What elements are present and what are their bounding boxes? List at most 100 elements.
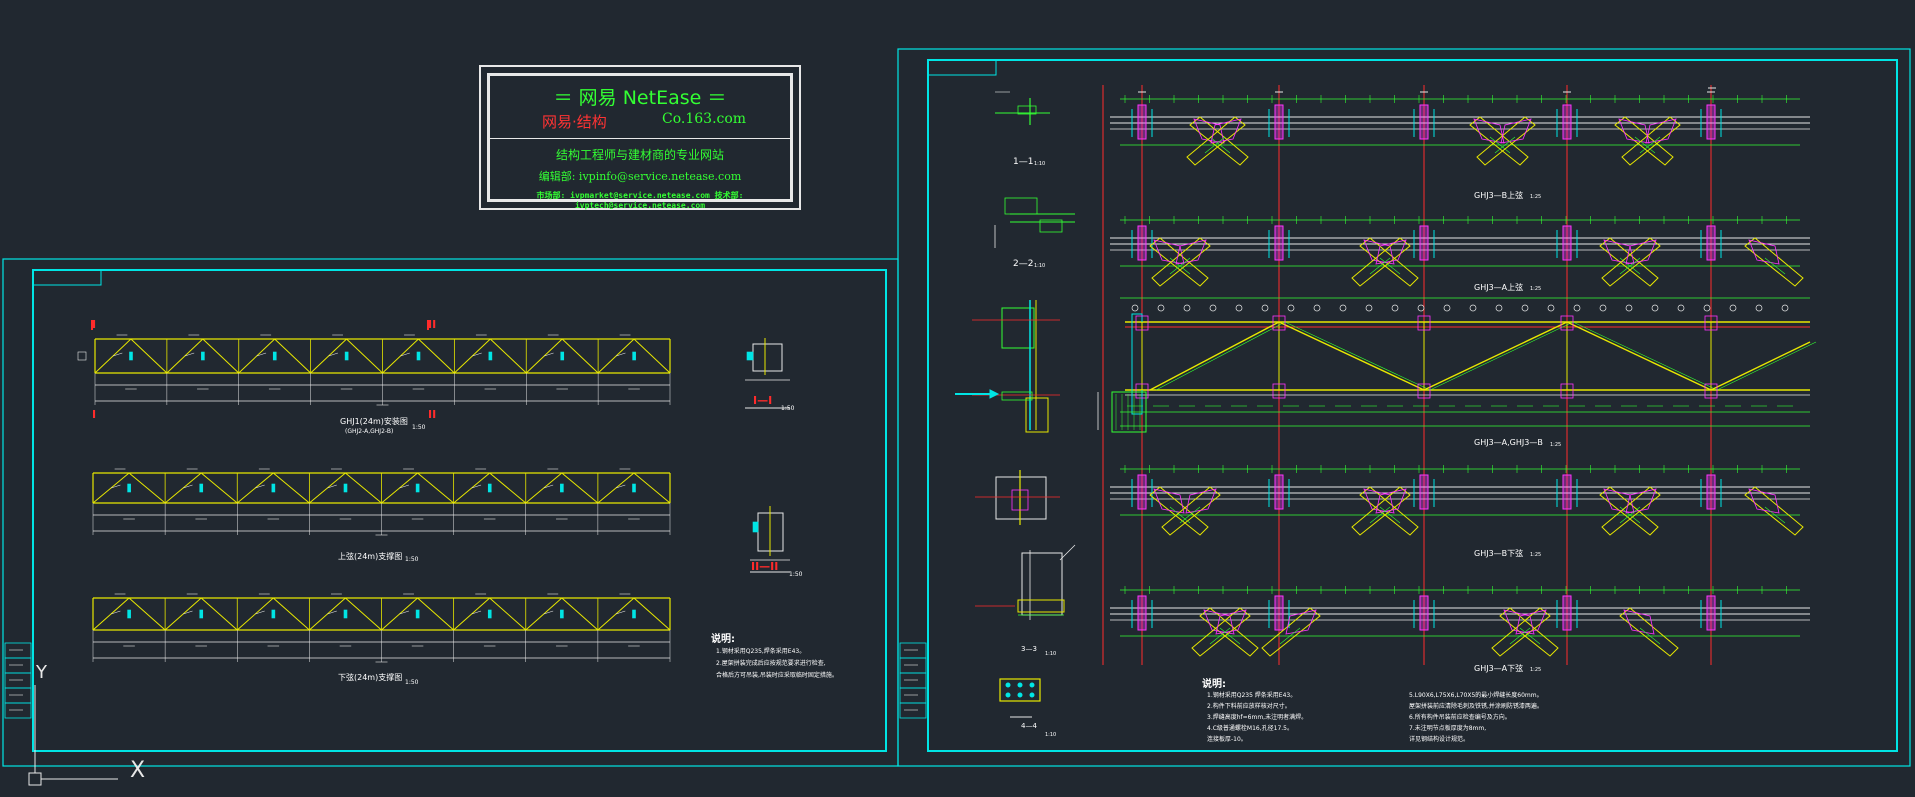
member-number-bubble	[1547, 304, 1555, 312]
truss-diagonal	[561, 338, 599, 374]
brace-member	[1614, 116, 1674, 166]
right-note-right-2: 屋架拼装前应清除毛刺及铁锈,并涂刷防锈漆两遍。	[1409, 703, 1543, 710]
member-number-bubble	[1209, 304, 1217, 312]
member-label	[399, 610, 409, 615]
member-number-bubble	[1417, 304, 1425, 312]
gusset-plate	[1706, 474, 1716, 510]
brace-plate	[1625, 239, 1657, 265]
truss-diagonal	[561, 472, 599, 504]
gusset-plate	[1274, 595, 1284, 631]
sec22-angle	[1004, 197, 1038, 215]
title-cell	[4, 702, 32, 719]
sec44-bolt	[1029, 692, 1035, 698]
truss-diagonal	[274, 338, 311, 374]
detail-a-outline	[1001, 307, 1035, 349]
member-label	[615, 484, 626, 489]
member-tag	[201, 351, 205, 361]
main-diagonal	[1566, 321, 1712, 391]
brace-label	[1619, 506, 1641, 524]
member-tag	[199, 483, 204, 493]
truss-diagonal	[200, 597, 238, 631]
truss-elevation-title: GHJ1(24m)安装图	[340, 417, 408, 426]
sec44-bolt	[1029, 682, 1035, 688]
section-1-outline	[752, 343, 783, 372]
member-number-bubble	[1235, 304, 1243, 312]
left-notes-title: 说明:	[711, 634, 735, 645]
left-note-1: 1.钢材采用Q235,焊条采用E43。	[716, 648, 806, 655]
gusset-plate	[1137, 225, 1147, 261]
truss-diagonal	[128, 472, 166, 504]
member-tag	[343, 609, 348, 619]
left-inner-frame	[32, 269, 887, 752]
view-b-upper-scale: 1:25	[1530, 194, 1542, 200]
title-stamp: ＝ 网易 NetEase ＝ 网易·结构 Co.163.com 结构工程师与建材…	[479, 65, 801, 210]
sec44-bolt	[1005, 682, 1011, 688]
member-tag	[271, 483, 276, 493]
truss-diagonal	[633, 597, 671, 631]
truss-diagonal	[561, 597, 599, 631]
brace-member	[1601, 237, 1661, 287]
member-number-bubble	[1755, 304, 1763, 312]
brace-plate	[1748, 488, 1780, 514]
gusset-plate	[1706, 595, 1716, 631]
sec33b-brace	[1059, 544, 1076, 561]
member-number-bubble	[1339, 304, 1347, 312]
brace-label	[1764, 506, 1786, 524]
main-node-plate	[1704, 315, 1718, 331]
truss-diagonal	[489, 597, 527, 631]
main-node-plate	[1704, 383, 1718, 399]
truss-elevation-scale: 1:50	[412, 424, 426, 431]
brace-label	[1209, 627, 1231, 645]
gusset-plate	[1274, 104, 1284, 140]
brace-plate	[1363, 239, 1395, 265]
brace-plate	[1515, 609, 1547, 635]
title-cell	[899, 642, 927, 659]
section-mark-ii-bottom: II	[428, 408, 437, 421]
member-tag	[127, 609, 131, 619]
stamp-tagline: 结构工程师与建材商的专业网站	[555, 148, 724, 162]
sec44-bolt	[1017, 692, 1023, 698]
left-sheet	[77, 320, 790, 663]
brace-label	[1639, 627, 1661, 645]
stamp-brand: 网易·结构	[542, 113, 607, 131]
brace-plate	[1503, 609, 1535, 635]
stamp-header: ＝ 网易 NetEase ＝	[553, 87, 727, 109]
gusset-plate	[1562, 225, 1572, 261]
brace-label	[1369, 506, 1391, 524]
member-tag	[560, 351, 565, 361]
member-tag	[129, 351, 133, 361]
gusset-plate	[1137, 474, 1147, 510]
main-node-plate	[1417, 383, 1431, 399]
member-label	[184, 352, 195, 357]
brace-plate	[1193, 118, 1225, 144]
truss-diagonal	[202, 338, 240, 374]
right-note-right-4: 7.未注明节点板厚度为8mm,	[1409, 725, 1487, 732]
lower-chord-title: 下弦(24m)支撑图	[338, 673, 403, 682]
brace-member	[1744, 237, 1804, 287]
member-tag	[199, 609, 204, 619]
member-label	[543, 610, 554, 615]
sec33-outline	[995, 476, 1047, 520]
right-note-left-1: 1.钢材采用Q235 焊条采用E43。	[1207, 692, 1297, 699]
member-label	[472, 352, 482, 357]
ucs-origin-box	[28, 772, 42, 786]
sec33-plate	[1011, 489, 1029, 511]
title-cell	[899, 657, 927, 674]
brace-plate	[1215, 609, 1247, 635]
lower-chord-scale: 1:50	[405, 679, 419, 686]
member-number-bubble	[1469, 304, 1477, 312]
brace-member	[1469, 116, 1529, 166]
member-tag	[344, 351, 349, 361]
title-cell	[4, 642, 32, 659]
stamp-inner-frame: ＝ 网易 NetEase ＝ 网易·结构 Co.163.com 结构工程师与建材…	[487, 73, 793, 210]
main-node-plate	[1560, 383, 1574, 399]
right-notes-title: 说明:	[1202, 679, 1226, 690]
right-outer-frame	[897, 48, 1911, 767]
sec44-bolt	[1017, 682, 1023, 688]
member-label	[544, 352, 554, 357]
member-number-bubble	[1287, 304, 1295, 312]
section-4-4-title: 4—4	[1021, 722, 1037, 730]
brace-label	[1369, 257, 1391, 275]
member-tag	[272, 351, 277, 361]
